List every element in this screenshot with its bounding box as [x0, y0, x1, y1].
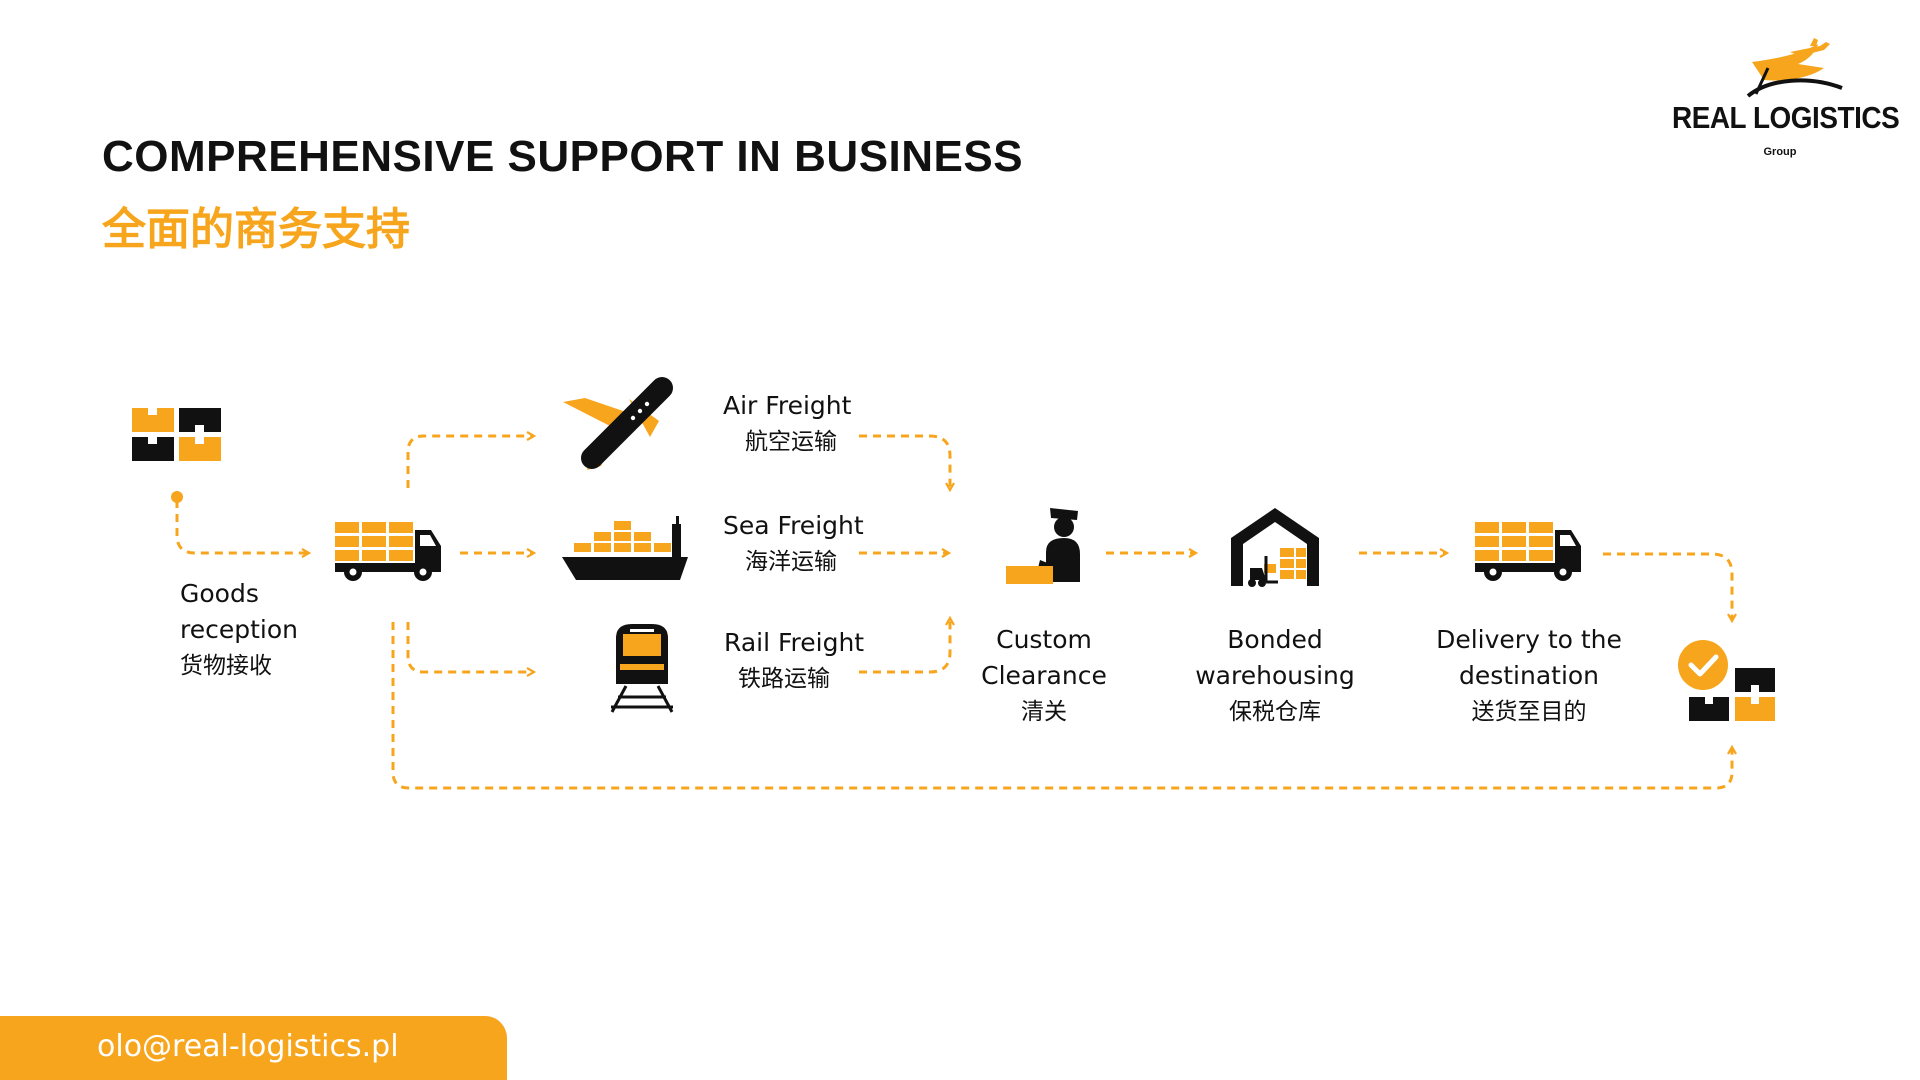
rail-freight-label: Rail Freight 铁路运输	[724, 625, 864, 697]
ship-icon	[562, 516, 688, 580]
bonded-warehousing-label: Bonded warehousing 保税仓库	[1182, 622, 1368, 730]
logo-name: REAL LOGISTICS	[1672, 100, 1900, 135]
contact-email-link[interactable]: olo@real-logistics.pl	[97, 1029, 399, 1064]
truck-icon	[1475, 522, 1581, 581]
connector-truck-to-air	[406, 436, 533, 488]
footer-contact-bar: olo@real-logistics.pl	[0, 1016, 507, 1080]
custom-clearance-label: Custom Clearance 清关	[964, 622, 1124, 730]
air-freight-label: Air Freight 航空运输	[723, 388, 851, 460]
train-icon	[610, 624, 674, 713]
start-dot	[171, 491, 183, 503]
rail-freight-en: Rail Freight	[724, 628, 865, 657]
company-logo[interactable]: REAL LOGISTICS Group	[1660, 38, 1900, 168]
rail-freight-zh: 铁路运输	[738, 666, 830, 692]
connector-truck-to-rail	[406, 622, 533, 672]
goods-reception-label: Goods reception 货物接收	[180, 576, 298, 684]
custom-clearance-zh: 清关	[1021, 699, 1067, 725]
air-freight-en: Air Freight	[723, 391, 852, 420]
connector-air-to-customs	[859, 434, 950, 489]
airplane-icon	[563, 377, 673, 470]
logo-group-label: Group	[1763, 146, 1797, 158]
page-subtitle: 全面的商务支持	[102, 204, 410, 255]
goods-reception-en-line1: Goods	[180, 579, 259, 608]
check-boxes-icon	[1678, 640, 1775, 721]
warehouse-icon	[1231, 508, 1319, 587]
bonded-warehousing-zh: 保税仓库	[1229, 699, 1321, 725]
connector-delivery-to-destination	[1603, 552, 1732, 620]
bonded-warehousing-en-line1: Bonded	[1227, 625, 1323, 654]
sea-freight-zh: 海洋运输	[745, 549, 837, 575]
delivery-label: Delivery to the destination 送货至目的	[1419, 622, 1639, 730]
delivery-en-line1: Delivery to the	[1436, 625, 1622, 654]
connector-reception-to-truck	[175, 500, 308, 553]
connector-rail-to-customs	[859, 619, 950, 674]
sea-freight-label: Sea Freight 海洋运输	[723, 508, 864, 580]
air-freight-zh: 航空运输	[745, 429, 837, 455]
truck-icon	[335, 522, 441, 581]
delivery-zh: 送货至目的	[1471, 699, 1587, 725]
flow-connectors	[175, 434, 1732, 790]
bonded-warehousing-en-line2: warehousing	[1195, 661, 1355, 690]
delivery-en-line2: destination	[1458, 661, 1600, 690]
customs-officer-icon	[1006, 508, 1080, 584]
boxes-icon	[132, 408, 221, 461]
custom-clearance-en-line2: Clearance	[981, 661, 1107, 690]
sea-freight-en: Sea Freight	[723, 511, 864, 540]
connector-direct-bypass	[391, 622, 1732, 790]
goods-reception-zh: 货物接收	[180, 653, 272, 679]
page-title: COMPREHENSIVE SUPPORT IN BUSINESS	[102, 132, 1024, 181]
goods-reception-en-line2: reception	[180, 615, 298, 644]
logo-mark-icon	[1746, 38, 1843, 98]
custom-clearance-en-line1: Custom	[996, 625, 1092, 654]
